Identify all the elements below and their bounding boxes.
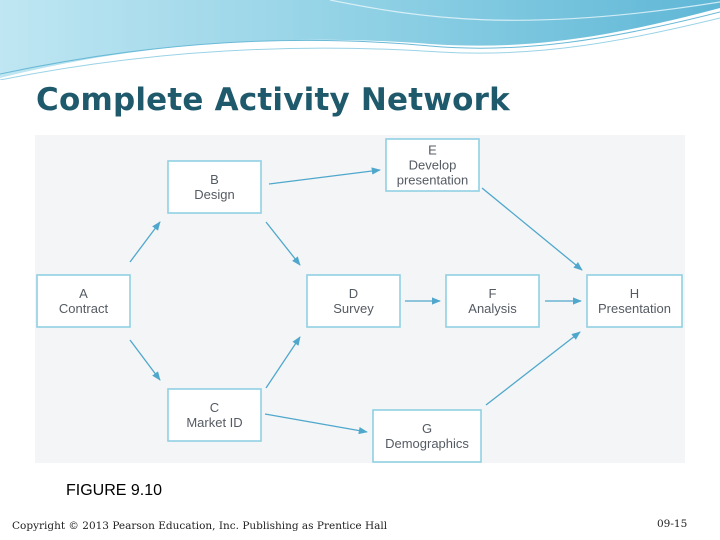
edge-b-to-d: [265, 221, 301, 266]
node-letter: B: [210, 172, 219, 187]
node-label: Develop: [409, 158, 457, 173]
figure-caption: FIGURE 9.10: [66, 482, 163, 499]
node-box: [586, 274, 683, 328]
node-label: Demographics: [385, 436, 469, 451]
copyright-notice: Copyright © 2013 Pearson Education, Inc.…: [12, 520, 388, 532]
header-wave-decoration: [0, 0, 720, 80]
node-letter: H: [630, 286, 639, 301]
node-box: [167, 160, 262, 214]
edge-b-to-e: [268, 167, 381, 185]
node-letter: F: [489, 286, 497, 301]
node-label: Analysis: [468, 301, 517, 316]
node-box: [306, 274, 401, 328]
node-box: [167, 388, 262, 442]
edge-e-to-h: [481, 187, 583, 271]
node-label: Contract: [59, 301, 109, 316]
slide-number: 09-15: [657, 518, 688, 530]
node-letter: A: [79, 286, 88, 301]
edge-c-to-d: [265, 336, 301, 389]
node-label: Presentation: [598, 301, 671, 316]
node-label: Design: [194, 187, 234, 202]
node-letter: G: [422, 421, 432, 436]
node-label: presentation: [397, 173, 469, 188]
edge-g-to-h: [485, 331, 581, 406]
slide-title: Complete Activity Network: [36, 82, 510, 118]
node-box: [36, 274, 131, 328]
edge-c-to-g: [264, 413, 368, 435]
node-box: [445, 274, 540, 328]
node-label: Market ID: [186, 415, 242, 430]
node-letter: D: [349, 286, 358, 301]
node-letter: E: [428, 143, 437, 158]
edge-a-to-c: [129, 339, 161, 381]
node-label: Survey: [333, 301, 374, 316]
edge-a-to-b: [129, 221, 161, 263]
node-box: [372, 409, 482, 463]
node-box: [385, 138, 480, 192]
node-letter: C: [210, 400, 219, 415]
